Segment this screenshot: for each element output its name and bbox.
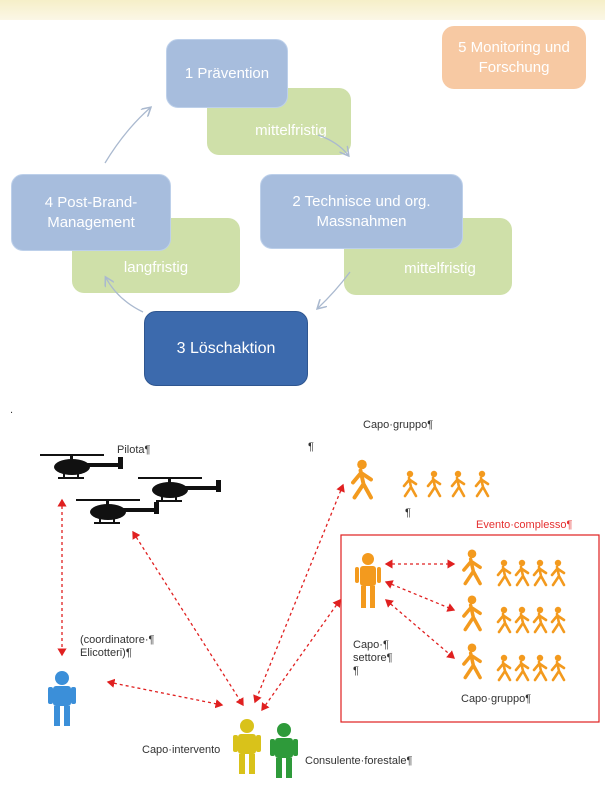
capo-settore-line1: Capo·¶ [353,639,389,651]
step3-label: 3 Löschaktion [176,339,276,357]
capo-settore-line3: ¶ [353,665,359,677]
top-banner [0,0,605,20]
link-coord-intervention [106,678,224,709]
step1-box: 1 Prävention [166,39,288,108]
link-sector-intervention [261,598,341,712]
step1-label: 1 Prävention [184,64,270,82]
person-icon [514,605,530,634]
person-icon [355,553,381,608]
person-icon [550,653,566,682]
pilcrow-below-group: ¶ [405,507,411,519]
person-icon [496,558,512,587]
person-icon [48,671,76,726]
person-icon [351,457,373,500]
link-group-intervention [253,483,345,704]
dot-mark: . [10,404,14,416]
step5-box: 5 Monitoring und Forschung [442,26,586,89]
step4-label: 4 Post-Brand-Management [44,193,138,231]
cycle-arrow-4-to-1 [104,108,150,164]
pilot-label: Pilota¶ [117,444,151,456]
capo-gruppo-bottom-label: Capo·gruppo¶ [461,693,532,705]
link-sector-group-2 [384,580,456,612]
person-icon [450,469,466,498]
step4-term-label: langfristig [123,258,189,276]
person-icon [462,593,482,632]
person-icon [233,719,261,774]
person-icon [462,641,482,680]
step2-box: 2 Technisce und org. Massnahmen [260,174,463,249]
helicopter-icon [75,499,160,524]
helicopter-icon [137,477,222,502]
capo-gruppo-top-label: Capo·gruppo¶ [363,419,434,431]
coordinator-line1: (coordinatore·¶ [80,634,155,646]
person-icon [550,605,566,634]
step5-label: 5 Monitoring und Forschung [458,38,570,76]
person-icon [496,653,512,682]
coordinator-line2: Elicotteri)¶ [80,647,132,659]
step4-box: 4 Post-Brand-Management [11,174,171,251]
step2-term-label: mittelfristig [404,259,476,277]
person-icon [532,558,548,587]
capo-intervento-label: Capo·intervento [142,744,221,756]
person-icon [474,469,490,498]
step3-box: 3 Löschaktion [144,311,308,386]
person-icon [532,605,548,634]
person-icon [426,469,442,498]
cycle-arrow-2-to-3 [318,271,351,308]
link-sector-group-3 [385,599,455,659]
helicopter-icon [39,454,124,479]
consulente-label: Consulente·forestale¶ [305,755,413,767]
capo-settore-line2: settore¶ [353,652,393,664]
person-icon [514,558,530,587]
pilcrow-mark: ¶ [308,441,314,453]
person-icon [514,653,530,682]
cycle-arrow-3-to-4 [106,278,144,313]
cycle-arrow-1-to-2 [317,134,348,155]
evento-label: Evento·complesso¶ [476,519,573,531]
person-icon [496,605,512,634]
person-icon [462,547,482,586]
person-icon [532,653,548,682]
person-icon [402,469,418,498]
step1-term-label: mittelfristig [255,121,327,139]
step2-label: 2 Technisce und org. Massnahmen [292,192,431,230]
person-icon [270,723,298,778]
person-icon [550,558,566,587]
link-heli-intervention [132,530,244,707]
